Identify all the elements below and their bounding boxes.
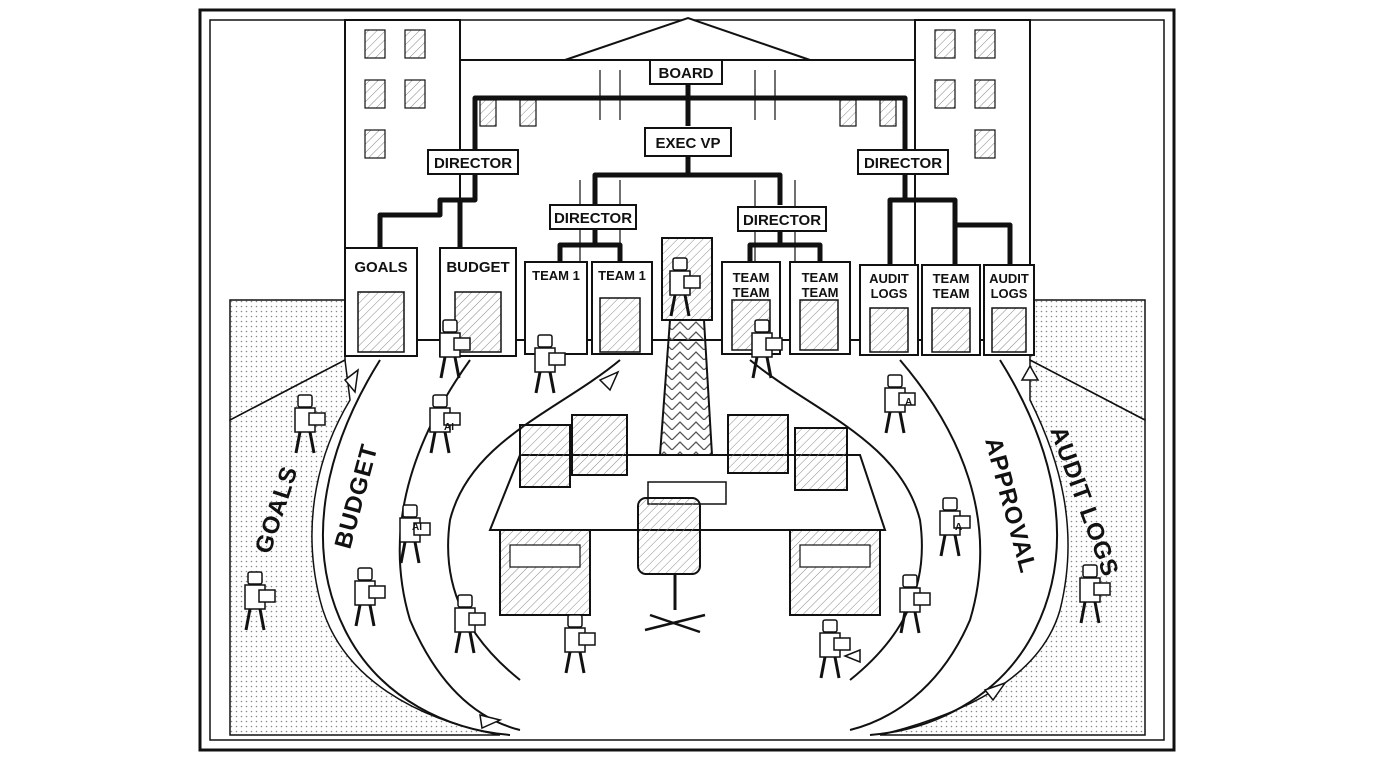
door-team1-b-label: TEAM 1 [598, 268, 646, 283]
monitor-icon [794, 427, 848, 491]
exec-vp-label: EXEC VP [655, 135, 720, 152]
director-center-left-label: DIRECTOR [554, 210, 632, 227]
arrow-icon [479, 713, 503, 730]
robot-icon [354, 567, 386, 627]
door-budget-label: BUDGET [446, 259, 509, 276]
director-right-sign: DIRECTOR [857, 149, 949, 175]
door-team-team-a-line2: TEAM [733, 285, 770, 300]
door-audit-logs-b: AUDIT LOGS [983, 264, 1035, 356]
robot-icon [884, 374, 916, 434]
board-sign: BOARD [649, 59, 723, 85]
door-audit-logs-a-line1: AUDIT [869, 271, 909, 286]
robot-badge: A [955, 522, 962, 533]
director-center-left-sign: DIRECTOR [549, 204, 637, 230]
door-team-team-b: TEAM TEAM [789, 261, 851, 355]
door-goals-label: GOALS [354, 259, 407, 276]
office-chair-icon [637, 497, 706, 634]
arrow-icon [842, 648, 861, 664]
monitor-icon [571, 414, 628, 476]
director-left-sign: DIRECTOR [427, 149, 519, 175]
robot-icon [439, 319, 471, 379]
director-center-right-sign: DIRECTOR [737, 206, 827, 232]
robot-icon [819, 619, 851, 679]
arrow-icon [1020, 364, 1040, 381]
robot-icon [939, 497, 971, 557]
floor-paths [229, 319, 1146, 736]
door-team-team-b-line1: TEAM [802, 270, 839, 285]
robot-icon [899, 574, 931, 634]
org-chart-labels: BOARD EXEC VP DIRECTOR DIRECTOR DIRECTOR… [427, 59, 949, 232]
door-team-team-c-line1: TEAM [933, 271, 970, 286]
director-right-label: DIRECTOR [864, 155, 942, 172]
door-team-team-c-line2: TEAM [933, 286, 970, 301]
robot-badges: AI AI A A [412, 397, 962, 533]
director-center-right-label: DIRECTOR [743, 212, 821, 229]
arrow-icon [343, 368, 359, 394]
arrow-icon [598, 370, 620, 392]
door-team-team-b-line2: TEAM [802, 285, 839, 300]
robot-badge: AI [444, 422, 454, 433]
door-audit-logs-b-line1: AUDIT [989, 271, 1029, 286]
robot-icon [669, 257, 701, 317]
flow-arrows [343, 364, 1040, 730]
door-audit-logs-a: AUDIT LOGS [859, 264, 919, 356]
door-audit-logs-a-line2: LOGS [871, 286, 908, 301]
robot-icon [294, 394, 326, 454]
robot-badge: A [905, 397, 912, 408]
exec-vp-sign: EXEC VP [644, 127, 732, 157]
robot-icon [244, 571, 276, 631]
org-connectors [377, 84, 1013, 265]
director-left-label: DIRECTOR [434, 155, 512, 172]
door-audit-logs-b-line2: LOGS [991, 286, 1028, 301]
robot-icon [454, 594, 486, 654]
door-team-team-a: TEAM TEAM [721, 261, 781, 355]
robot-icon [564, 614, 596, 674]
central-desk [488, 414, 887, 634]
robot-icon [399, 504, 431, 564]
monitor-icon [727, 414, 789, 474]
robot-icon [751, 319, 783, 379]
monitor-icon [519, 424, 571, 488]
door-team1-b: TEAM 1 [591, 261, 653, 355]
robot-icon [534, 334, 566, 394]
door-team1-a: TEAM 1 [524, 261, 588, 355]
robot-icon [1079, 564, 1111, 624]
robot-workers [244, 257, 1111, 679]
board-label: BOARD [659, 65, 714, 82]
door-team-team-c: TEAM TEAM [921, 264, 981, 356]
door-team-team-a-line1: TEAM [733, 270, 770, 285]
robot-badge: AI [412, 522, 422, 533]
door-goals: GOALS [344, 247, 418, 357]
door-team1-a-label: TEAM 1 [532, 268, 580, 283]
robot-icon [429, 394, 461, 454]
arrow-icon [983, 681, 1007, 702]
